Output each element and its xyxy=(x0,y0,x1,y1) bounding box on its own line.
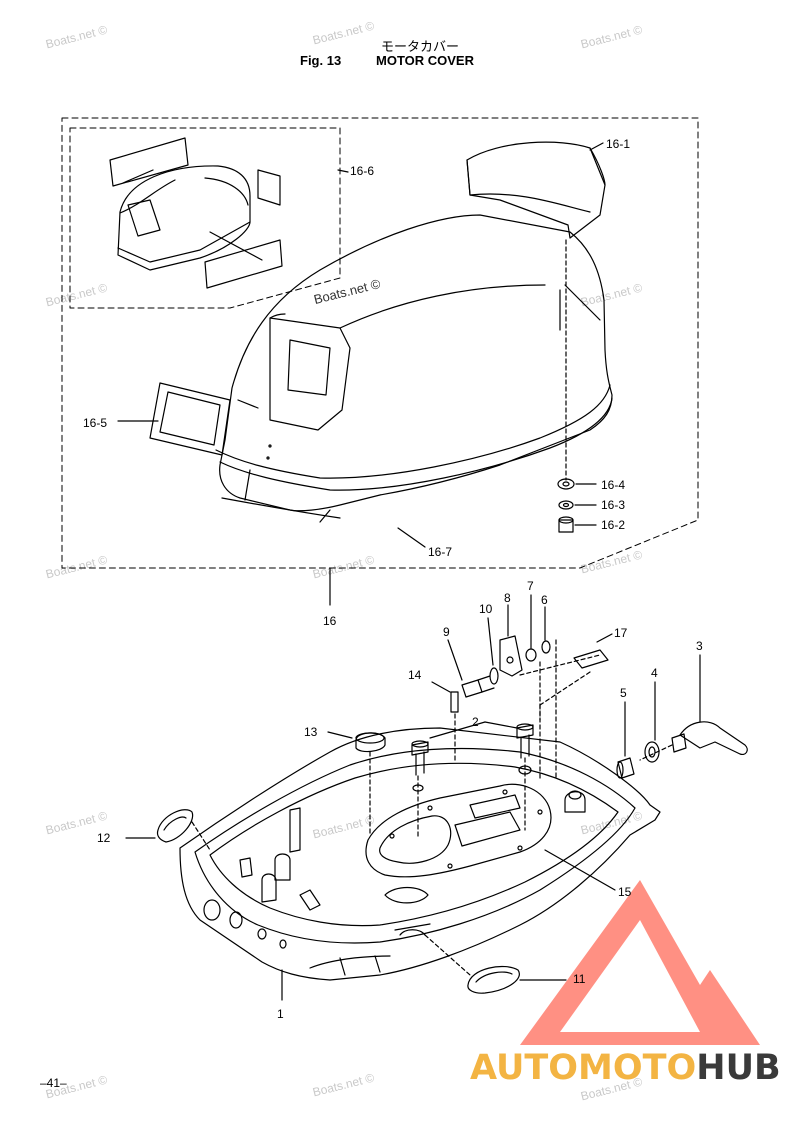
figure-title: Fig. 13 MOTOR COVER xyxy=(300,53,474,68)
bolt-2-left xyxy=(411,741,429,756)
callout-16-1: 16-1 xyxy=(606,137,631,151)
callout-10: 10 xyxy=(479,602,493,616)
collar-16-2 xyxy=(558,519,574,533)
callout-3: 3 xyxy=(696,639,703,653)
callout-16-5: 16-5 xyxy=(83,416,108,430)
page-number: –41– xyxy=(40,1076,67,1090)
decal-top xyxy=(109,137,189,187)
callout-2: 2 xyxy=(472,715,479,729)
bolt-9 xyxy=(461,679,483,698)
title-japanese: モータカバー xyxy=(380,40,459,55)
callout-16-6: 16-6 xyxy=(350,164,375,178)
callout-13: 13 xyxy=(304,725,318,739)
callout-6: 6 xyxy=(541,593,548,607)
callout-16-3: 16-3 xyxy=(601,498,626,512)
washer-16-4 xyxy=(557,478,575,490)
grommet-11 xyxy=(467,965,520,994)
decal-right xyxy=(257,169,281,206)
callout-16-2: 16-2 xyxy=(601,518,626,532)
automotohub-logo-text: AUTOMOTOHUB xyxy=(470,1048,781,1088)
callout-16-4: 16-4 xyxy=(601,478,626,492)
small-cover xyxy=(117,165,251,271)
callout-7: 7 xyxy=(527,579,534,593)
callout-16: 16 xyxy=(323,614,337,628)
group-16-dashed-outline xyxy=(61,117,699,569)
callout-17: 17 xyxy=(614,626,628,640)
callout-14: 14 xyxy=(408,668,422,682)
figure-number: Fig. 13 xyxy=(300,53,342,68)
decal-front xyxy=(204,239,283,289)
callout-1: 1 xyxy=(277,1007,284,1021)
lever-3 xyxy=(679,721,748,755)
gasket xyxy=(365,783,552,878)
top-cover-plate xyxy=(466,141,606,239)
bushing-5 xyxy=(617,757,635,779)
callout-16-7: 16-7 xyxy=(428,545,453,559)
bracket-8 xyxy=(499,635,523,677)
pin-14 xyxy=(450,691,459,713)
bolt-2-right xyxy=(516,724,534,739)
washer-10 xyxy=(489,667,499,685)
label-17 xyxy=(573,649,609,669)
intake-opening xyxy=(269,317,351,431)
grommet-frame xyxy=(149,382,231,456)
callout-5: 5 xyxy=(620,686,627,700)
callout-8: 8 xyxy=(504,591,511,605)
figure-name: MOTOR COVER xyxy=(376,53,474,68)
automotohub-logo-mark xyxy=(520,880,760,1045)
washer-7 xyxy=(525,648,537,662)
callout-12: 12 xyxy=(97,831,111,845)
grommet-12 xyxy=(156,809,194,843)
grommet-4 xyxy=(644,741,660,763)
group-16-6-dashed-outline xyxy=(69,127,341,309)
motor-cover-body xyxy=(219,214,613,512)
washer-16-3 xyxy=(558,500,574,510)
bottom-cowl xyxy=(179,727,661,981)
callout-9: 9 xyxy=(443,625,450,639)
callout-11: 11 xyxy=(573,972,586,986)
callout-4: 4 xyxy=(651,666,658,680)
washer-6 xyxy=(541,640,551,654)
callout-15: 15 xyxy=(618,885,632,899)
